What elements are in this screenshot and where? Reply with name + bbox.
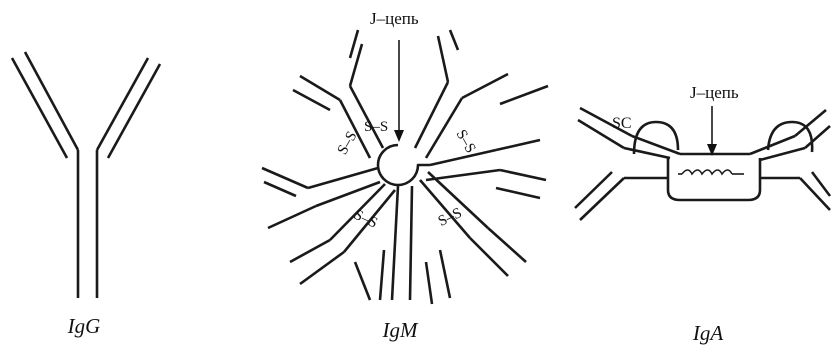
- igm-j-chain-core: [376, 143, 430, 187]
- iga-sc-label: SC: [612, 115, 632, 132]
- iga-sc-loop-left: [632, 120, 680, 155]
- iga-label: IgA: [692, 321, 723, 345]
- iga-sc-loop-right: [766, 120, 814, 153]
- igm-label: IgM: [382, 318, 419, 342]
- igm-disulfide-top: S–S: [364, 119, 388, 135]
- igm-molecule: S–S S–S S–S S–S S–S: [261, 29, 549, 305]
- iga-j-chain-coil: [681, 169, 733, 176]
- igm-disulfide-upper-right: S–S: [453, 127, 479, 156]
- igg-label: IgG: [67, 314, 101, 338]
- igm-disulfide-lower-left: S–S: [351, 207, 380, 232]
- igm-j-chain-label: J–цепь: [370, 9, 419, 28]
- igg-molecule: [10, 51, 162, 298]
- iga-j-chain-label: J–цепь: [690, 83, 739, 102]
- iga-molecule: [574, 106, 832, 221]
